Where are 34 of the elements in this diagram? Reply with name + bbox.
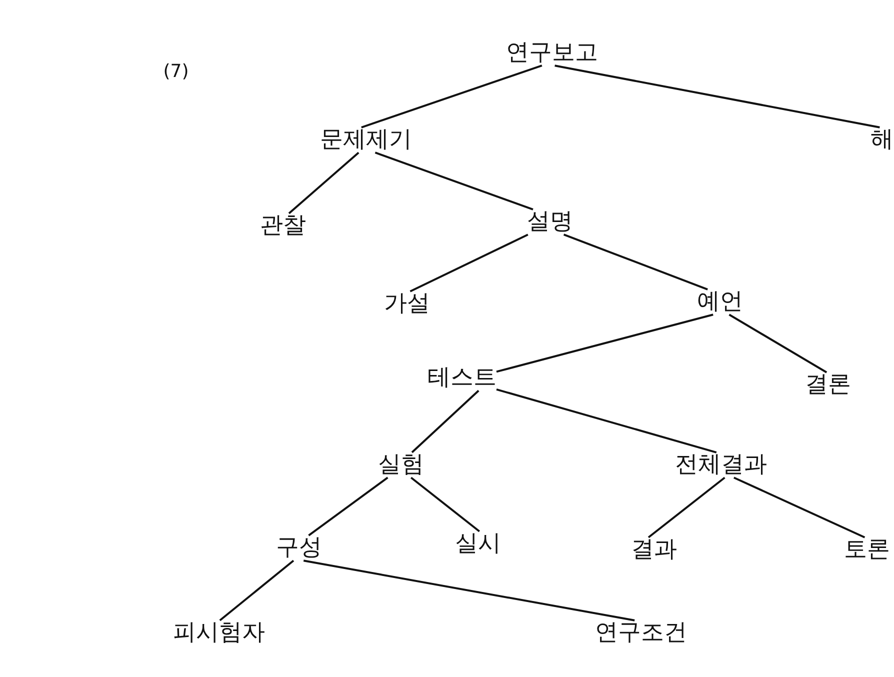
node-label: 설명 [527,209,573,235]
node-label: 예언 [697,289,743,315]
connector-line [733,476,866,538]
node-label: 문제제기 [320,127,412,153]
connector-line [728,314,828,374]
connector-line [303,560,635,622]
node-label: 실험 [378,452,424,478]
connector-line [361,64,542,128]
node-label: 구성 [276,535,322,561]
connector-line [496,388,717,454]
node-label: 전체결과 [675,452,767,478]
node-label: 해 [870,127,894,153]
node-label: 연구조건 [595,620,687,646]
connector-line [219,560,294,622]
connector-line [374,152,534,210]
node-label: 관찰 [260,213,306,239]
node-label: 테스트 [428,365,496,391]
connector-line [563,234,708,290]
connector-line [496,314,714,373]
node-label: 토론 [844,537,890,563]
connector-line [411,390,480,454]
node-label: 연구보고 [506,40,598,66]
connector-line [308,476,388,536]
connector-line [410,234,528,292]
connector-line [288,152,360,214]
connector-line [410,476,480,532]
connector-line [648,476,726,538]
node-label: 결과 [631,537,677,563]
figure-number: (7) [163,62,189,82]
node-label: 가설 [384,291,430,317]
node-label: 실시 [455,531,501,557]
node-label: 피시험자 [173,620,265,646]
node-label: 결론 [805,372,851,398]
connector-line [554,64,880,128]
